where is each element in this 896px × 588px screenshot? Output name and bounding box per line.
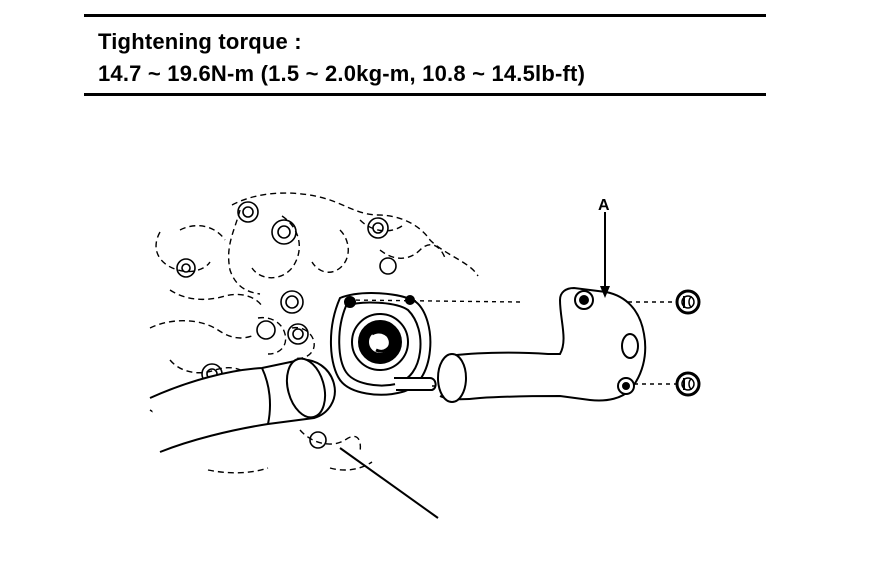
torque-spec-box: Tightening torque : 14.7 ~ 19.6N-m (1.5 …: [84, 14, 766, 96]
torque-symbol-upper: [675, 289, 701, 315]
thermostat: [330, 292, 437, 396]
water-inlet-fitting: [437, 286, 647, 403]
callout-a-label: A: [598, 197, 610, 214]
radiator-hose: [149, 357, 439, 519]
torque-label: Tightening torque :: [98, 29, 302, 54]
callout-a: A: [598, 197, 610, 298]
torque-symbol-lower: [675, 371, 701, 397]
torque-value: 14.7 ~ 19.6N-m (1.5 ~ 2.0kg-m, 10.8 ~ 14…: [98, 61, 586, 86]
